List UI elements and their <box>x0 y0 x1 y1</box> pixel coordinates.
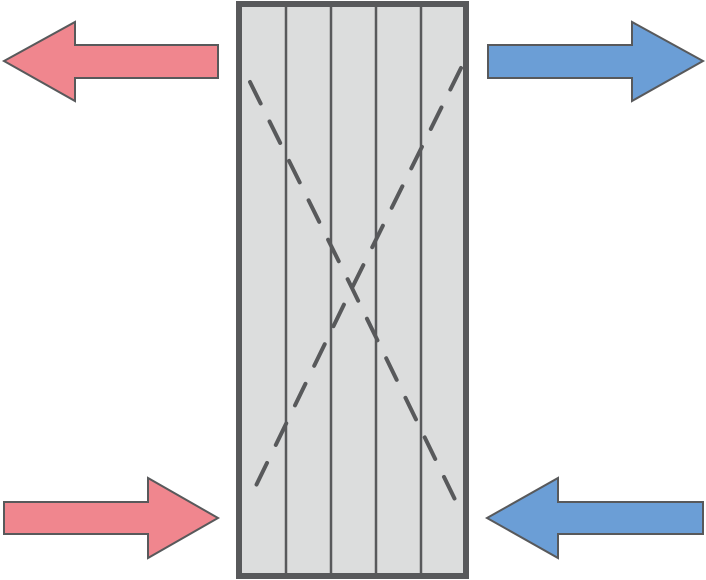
cool-flow-path <box>248 66 463 500</box>
bottom-right-arrow-icon <box>484 476 704 560</box>
top-left-arrow-icon <box>1 20 219 103</box>
flow-paths <box>248 66 465 518</box>
bottom-left-arrow-icon <box>3 476 221 560</box>
plate-dividers <box>284 6 423 574</box>
top-right-arrow-icon <box>487 20 706 103</box>
